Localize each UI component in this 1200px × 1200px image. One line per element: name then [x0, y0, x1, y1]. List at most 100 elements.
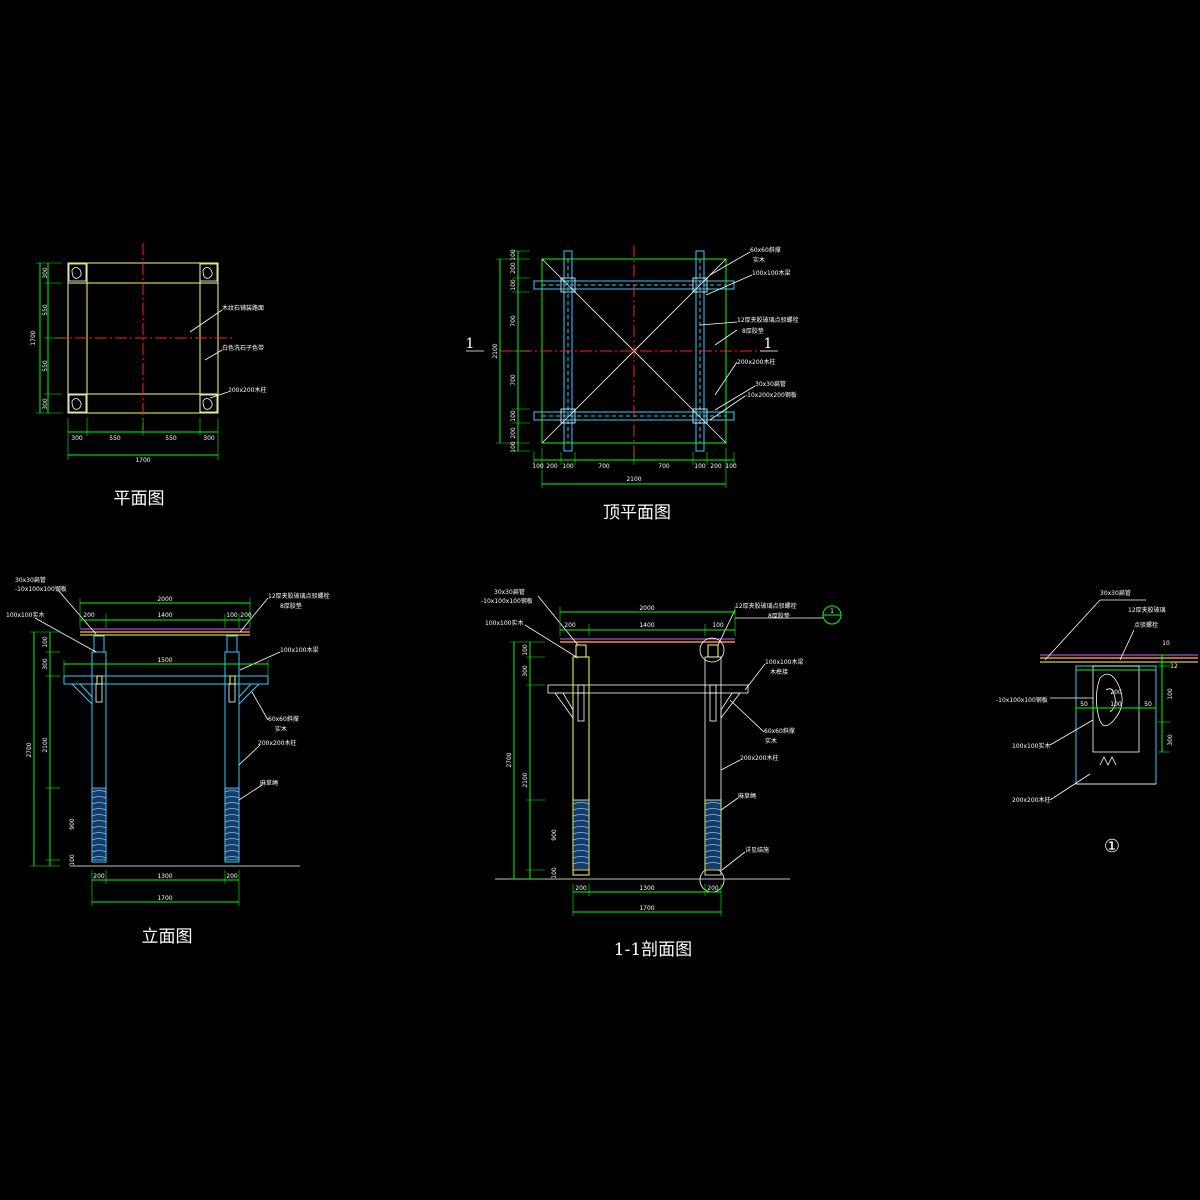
plan-dim: 550 — [109, 435, 121, 442]
elevation-callout: 200x200木柱 — [258, 739, 296, 747]
section-column — [704, 656, 722, 876]
section-dim: 300 — [522, 665, 529, 677]
roof-callout: 8厚胶垫 — [742, 327, 764, 335]
elevation-dim: 100 — [226, 612, 238, 619]
plan-view: 木纹石铺装路面 白色洗石子色带 200x200木柱 300 550 550 30… — [30, 243, 266, 509]
section-callout: -10x100x100钢板 — [481, 597, 533, 605]
roof-dim: 100 — [510, 410, 517, 422]
detail-dim: 50 — [1080, 701, 1088, 708]
detail-callout: 点驳螺栓 — [1134, 621, 1158, 629]
elevation-callout: 麻草绳 — [260, 779, 278, 787]
elevation-dim: 200 — [226, 873, 238, 880]
roof-callout: -10x200x200钢板 — [745, 391, 797, 399]
roof-callout: 60x60斜撑 — [750, 246, 781, 254]
section-dim: 200 — [707, 885, 719, 892]
detail-dim: 100 — [1167, 688, 1174, 700]
section-callout: 200x200木柱 — [740, 754, 778, 762]
detail-dim: 12 — [1170, 663, 1178, 670]
detail-callout: 30x30扁管 — [1100, 589, 1131, 597]
section-dim: 2700 — [506, 752, 513, 767]
section-dim: 900 — [551, 829, 558, 841]
plan-dim: 550 — [165, 435, 177, 442]
elevation-dim: 100 — [69, 854, 76, 866]
section-title: 1-1剖面图 — [614, 940, 692, 960]
plan-callout: 200x200木柱 — [228, 386, 266, 394]
elevation-dim: 1400 — [157, 612, 172, 619]
plan-column — [68, 263, 87, 282]
section-callout: 100x100实木 — [485, 619, 523, 627]
detail-dim: 200 — [1110, 689, 1122, 696]
section-beam — [547, 684, 749, 694]
elevation-dim: 200 — [93, 873, 105, 880]
plan-column — [199, 263, 218, 282]
roof-dim: 100 — [562, 463, 574, 470]
roof-callout: 12厚夹胶玻璃点驳螺栓 — [737, 316, 799, 324]
elevation-dim: 900 — [69, 818, 76, 830]
elevation-callout: 12厚夹胶玻璃点驳螺栓 — [268, 592, 330, 600]
elevation-dim: 1500 — [157, 657, 172, 664]
section-detail-bubble: 1 — [830, 608, 834, 615]
section-dim: 100 — [551, 867, 558, 879]
detail-callout: 200x200木柱 — [1012, 796, 1050, 804]
section-mark: 1 — [466, 336, 475, 352]
roof-dim: 100 — [725, 463, 737, 470]
section-callout: 30x30扁管 — [494, 588, 525, 596]
roof-callout: 30x30扁管 — [755, 380, 786, 388]
plan-dim: 550 — [42, 360, 49, 372]
section-dim: 2000 — [639, 605, 654, 612]
elevation-dim: 2100 — [42, 737, 49, 752]
section-dim: 1400 — [639, 622, 654, 629]
elevation-dim: 300 — [42, 658, 49, 670]
elevation-beam — [63, 675, 269, 685]
plan-dim: 550 — [42, 304, 49, 316]
section-callout: 100x100木梁 — [765, 658, 803, 666]
detail-dim: 300 — [1167, 734, 1174, 746]
detail-view: 30x30扁管 12厚夹胶玻璃 点驳螺栓 -10x100x100钢板 100x1… — [996, 589, 1198, 857]
section-callout: 麻草绳 — [738, 792, 756, 800]
roof-callout: 200x200木柱 — [737, 358, 775, 366]
roof-column — [692, 277, 708, 293]
section-dim: 100 — [522, 644, 529, 656]
elevation-rope-wrap — [91, 787, 107, 861]
section-view: 1 30x30扁管 -10x100x100钢板 100x100实木 12厚夹胶玻… — [481, 588, 842, 960]
section-callout: 60x60斜撑 — [764, 727, 795, 735]
plan-dim: 300 — [71, 435, 83, 442]
roof-dim: 100 — [532, 463, 544, 470]
plan-column — [199, 394, 218, 413]
elevation-callout: 8厚胶垫 — [280, 602, 302, 610]
elevation-callout: 60x60斜撑 — [268, 715, 299, 723]
plan-dim: 300 — [42, 398, 49, 410]
plan-dim-total: 1700 — [135, 457, 150, 464]
elevation-title: 立面图 — [142, 927, 193, 947]
detail-callout: 12厚夹胶玻璃 — [1128, 606, 1166, 614]
roof-dim: 100 — [694, 463, 706, 470]
section-dim: 200 — [564, 622, 576, 629]
detail-callout: -10x100x100钢板 — [996, 696, 1048, 704]
roof-dim: 700 — [510, 315, 517, 327]
elevation-column — [224, 651, 240, 863]
section-dim: 2100 — [522, 772, 529, 787]
elevation-callout: 100x100实木 — [6, 611, 44, 619]
plan-title: 平面图 — [114, 489, 165, 509]
elevation-column — [91, 651, 107, 863]
roof-column — [692, 408, 708, 424]
plan-callout: 木纹石铺装路面 — [222, 304, 264, 312]
elevation-callout: 30x30扁管 — [15, 576, 46, 584]
section-rope-wrap — [704, 799, 722, 871]
roof-dim: 200 — [510, 427, 517, 439]
elevation-view: 30x30扁管 -10x100x100钢板 100x100实木 12厚夹胶玻璃点… — [6, 576, 330, 947]
roof-dim: 200 — [546, 463, 558, 470]
section-dim: 1700 — [639, 905, 654, 912]
plan-column — [68, 394, 87, 413]
roof-dim: 100 — [510, 441, 517, 453]
detail-dim: 10 — [1162, 640, 1170, 647]
elevation-rope-wrap — [224, 787, 240, 861]
detail-dim: 50 — [1144, 701, 1152, 708]
roof-callout: 实木 — [753, 256, 765, 264]
detail-dim: 100 — [1110, 701, 1122, 708]
roof-dim: 700 — [658, 463, 670, 470]
section-callout: 详见结施 — [745, 846, 769, 854]
plan-callout: 白色洗石子色带 — [222, 344, 264, 352]
roof-dim: 700 — [510, 374, 517, 386]
